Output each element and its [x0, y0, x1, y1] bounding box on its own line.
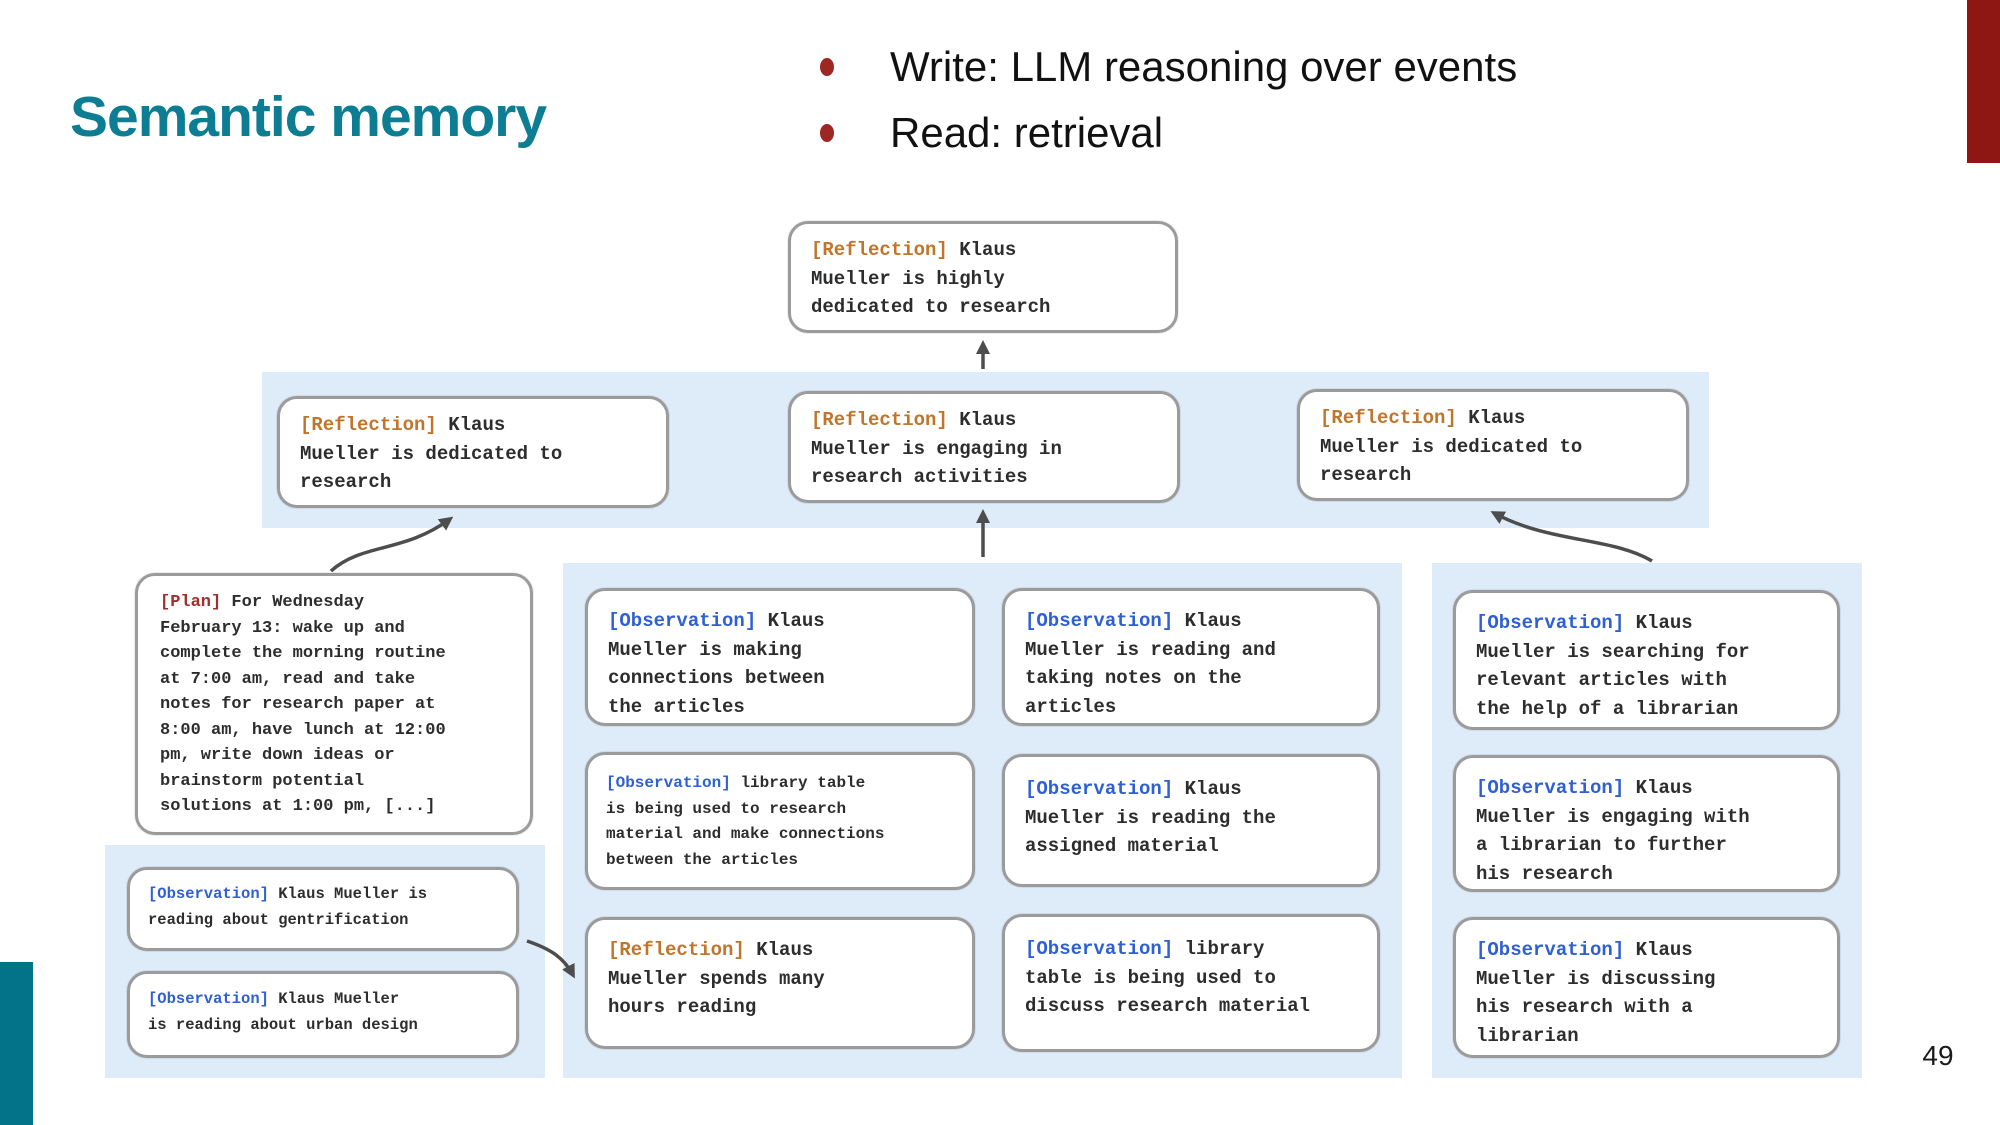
node-text: Klaus Mueller is reading and taking note… — [1025, 610, 1276, 718]
node-observation-table-research: [Observation] library table is being use… — [585, 752, 975, 890]
observation-tag: [Observation] — [606, 774, 731, 792]
accent-bar-top-right — [1967, 0, 2000, 163]
node-text: Klaus Mueller is dedicated to research — [300, 414, 563, 493]
bullet-text: Read: retrieval — [890, 109, 1164, 156]
reflection-tag: [Reflection] — [608, 939, 745, 961]
node-reflection-left: [Reflection] Klaus Mueller is dedicated … — [277, 396, 669, 508]
reflection-tag: [Reflection] — [300, 414, 437, 436]
node-text: For Wednesday February 13: wake up and c… — [160, 593, 446, 816]
observation-tag: [Observation] — [1025, 938, 1174, 960]
page-number: 49 — [1922, 1040, 1954, 1071]
node-observation-table-discuss: [Observation] library table is being use… — [1002, 914, 1380, 1052]
node-reflection-hours-reading: [Reflection] Klaus Mueller spends many h… — [585, 917, 975, 1049]
bullet-text: Write: LLM reasoning over events — [890, 43, 1518, 90]
plan-tag: [Plan] — [160, 593, 222, 612]
node-reflection-root: [Reflection] Klaus Mueller is highly ded… — [788, 221, 1178, 333]
node-observation-taking-notes: [Observation] Klaus Mueller is reading a… — [1002, 588, 1380, 726]
bullet-dot-icon — [820, 58, 834, 76]
node-text: Klaus Mueller is engaging with a librari… — [1476, 777, 1750, 885]
node-reflection-middle: [Reflection] Klaus Mueller is engaging i… — [788, 391, 1180, 503]
observation-tag: [Observation] — [1476, 777, 1625, 799]
page-title: Semantic memory — [70, 85, 547, 149]
node-reflection-right: [Reflection] Klaus Mueller is dedicated … — [1297, 389, 1689, 501]
node-observation-assigned-material: [Observation] Klaus Mueller is reading t… — [1002, 754, 1380, 887]
reflection-tag: [Reflection] — [811, 239, 948, 261]
node-text: Klaus Mueller spends many hours reading — [608, 939, 825, 1018]
reflection-tag: [Reflection] — [1320, 407, 1457, 429]
reflection-tag: [Reflection] — [811, 409, 948, 431]
observation-tag: [Observation] — [608, 610, 757, 632]
node-text: Klaus Mueller is discussing his research… — [1476, 939, 1716, 1047]
bullet-list: Write: LLM reasoning over events Read: r… — [820, 34, 1517, 166]
node-observation-discussing-librarian: [Observation] Klaus Mueller is discussin… — [1453, 917, 1840, 1058]
bullet-item: Read: retrieval — [820, 100, 1517, 166]
node-text: library table is being used to research … — [606, 774, 885, 869]
node-text: Klaus Mueller is making connections betw… — [608, 610, 825, 718]
observation-tag: [Observation] — [1025, 778, 1174, 800]
node-text: Klaus Mueller is engaging in research ac… — [811, 409, 1062, 488]
accent-bar-bottom-left — [0, 962, 33, 1125]
node-text: library table is being used to discuss r… — [1025, 938, 1311, 1017]
node-observation-engaging-librarian: [Observation] Klaus Mueller is engaging … — [1453, 755, 1840, 892]
bullet-dot-icon — [820, 124, 834, 142]
observation-tag: [Observation] — [148, 885, 269, 903]
observation-tag: [Observation] — [1025, 610, 1174, 632]
node-text: Klaus Mueller is searching for relevant … — [1476, 612, 1750, 720]
observation-tag: [Observation] — [1476, 939, 1625, 961]
node-text: Klaus Mueller is reading the assigned ma… — [1025, 778, 1276, 857]
node-text: Klaus Mueller is highly dedicated to res… — [811, 239, 1051, 318]
node-observation-connections: [Observation] Klaus Mueller is making co… — [585, 588, 975, 726]
node-observation-searching-articles: [Observation] Klaus Mueller is searching… — [1453, 590, 1840, 730]
observation-tag: [Observation] — [1476, 612, 1625, 634]
node-plan: [Plan] For Wednesday February 13: wake u… — [135, 573, 533, 835]
node-observation-gentrification: [Observation] Klaus Mueller is reading a… — [127, 867, 519, 951]
bullet-item: Write: LLM reasoning over events — [820, 34, 1517, 100]
node-observation-urban-design: [Observation] Klaus Mueller is reading a… — [127, 971, 519, 1058]
node-text: Klaus Mueller is reading about urban des… — [148, 990, 418, 1034]
node-text: Klaus Mueller is dedicated to research — [1320, 407, 1583, 486]
observation-tag: [Observation] — [148, 990, 269, 1008]
node-text: Klaus Mueller is reading about gentrific… — [148, 885, 428, 929]
